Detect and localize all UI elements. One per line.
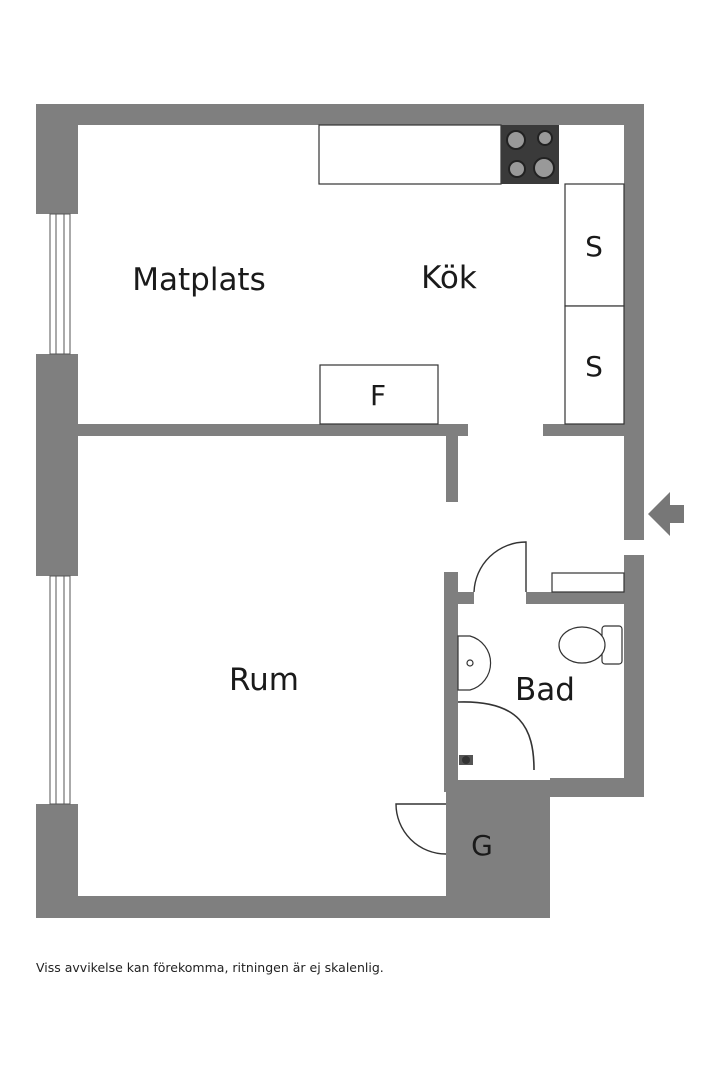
storage-cabinet-2 — [564, 305, 625, 425]
entrance-arrow-icon — [648, 492, 684, 536]
outer-walls — [36, 104, 644, 918]
room-label-rum: Rum — [229, 662, 299, 698]
fridge-label: F — [370, 379, 386, 412]
window-bottom — [49, 575, 71, 805]
room-label-bad: Bad — [515, 672, 575, 708]
interior-walls — [78, 424, 624, 898]
stove-icon — [501, 125, 559, 184]
wardrobe-door — [395, 803, 447, 855]
floor-plan: Matplats Kök Rum Bad S S F G — [36, 104, 684, 918]
storage-label-1: S — [585, 230, 603, 263]
toilet-icon — [558, 625, 623, 665]
shower-head-icon — [459, 755, 473, 765]
fridge — [319, 364, 439, 425]
storage-cabinet-1 — [564, 183, 625, 307]
kitchen-counter — [318, 124, 502, 185]
room-label-kok: Kök — [421, 260, 477, 296]
hall-shelf — [551, 572, 625, 593]
room-label-matplats: Matplats — [132, 262, 266, 298]
bathroom-door — [473, 541, 527, 593]
storage-label-2: S — [585, 350, 603, 383]
shower-curtain — [457, 701, 535, 771]
entrance-jamb — [624, 435, 640, 575]
wardrobe-label: G — [471, 829, 493, 862]
disclaimer-text: Viss avvikelse kan förekomma, ritningen … — [36, 960, 384, 975]
window-top — [49, 213, 71, 355]
sink-icon — [457, 635, 492, 691]
